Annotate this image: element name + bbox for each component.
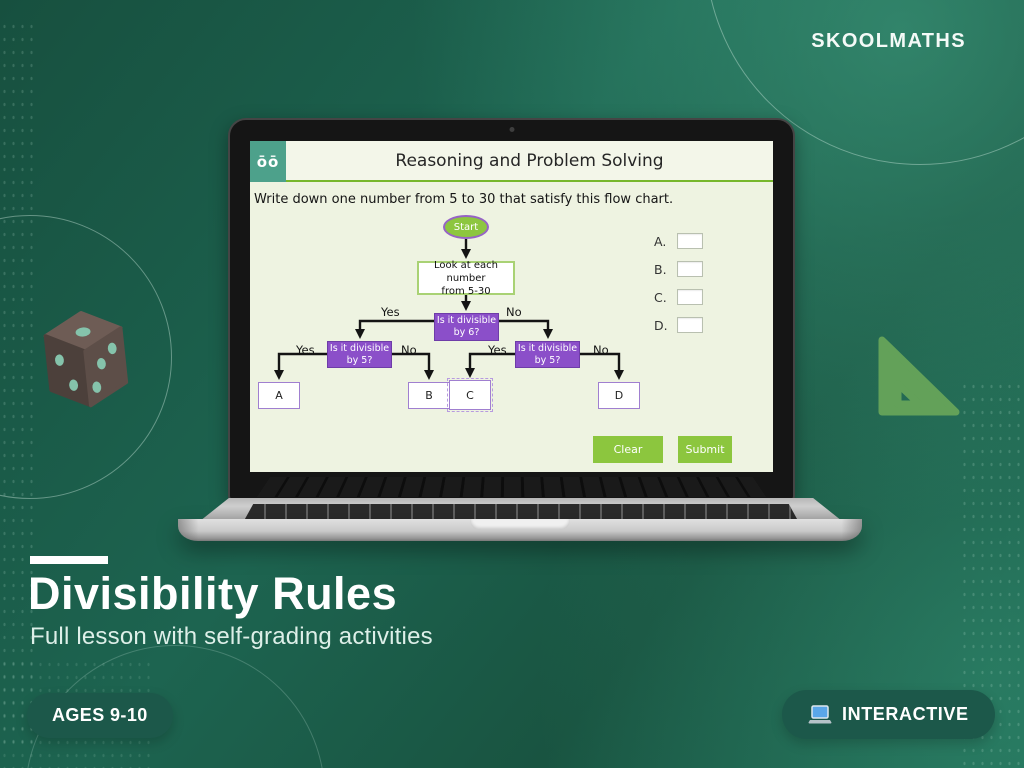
flow-look-line2: from 5-30 [441,285,491,297]
flow-div6-line1: Is it divisible [436,315,497,327]
laptop-base [178,519,862,541]
outcome-box-a: A [258,382,300,409]
set-square-icon [878,336,960,416]
laptop-keys [244,504,798,519]
flow-div5l-line2: by 5? [346,354,373,366]
answer-row-d: D. [654,317,710,333]
answer-row-b: B. [654,261,710,277]
flow-look-node: Look at each number from 5-30 [417,259,515,297]
flow-look-line1: Look at each number [434,259,498,284]
owl-logo-icon: ōō [250,141,286,182]
clear-button[interactable]: Clear [593,436,663,463]
outcome-box-d: D [598,382,640,409]
flow-div5r-line1: Is it divisible [517,342,578,354]
flow-start-node: Start [443,215,489,239]
answer-row-a: A. [654,233,710,249]
submit-button[interactable]: Submit [678,436,732,463]
answer-label-a: A. [654,233,667,249]
flow-divisible5-right-node: Is it divisible by 5? [515,341,580,368]
answer-input-c[interactable] [677,289,703,305]
title-accent-bar [30,556,108,564]
webcam-dot-icon [509,127,514,132]
answer-label-b: B. [654,261,667,277]
outcome-box-b: B [408,382,450,409]
dice-icon [43,310,129,408]
question-text: Write down one number from 5 to 30 that … [254,192,674,207]
answer-input-b[interactable] [677,261,703,277]
ages-badge: AGES 9-10 [27,693,173,738]
answer-label-d: D. [654,317,668,333]
flow-div5r-line2: by 5? [534,354,561,366]
laptop-keyboard-deck [200,498,842,521]
answer-input-a[interactable] [677,233,703,249]
poster-title: Divisibility Rules [28,568,398,619]
interactive-badge-label: INTERACTIVE [842,704,969,724]
answer-row-c: C. [654,289,710,305]
laptop-lid-notch [470,519,570,530]
decor-dots-left [0,20,34,750]
interactive-badge: INTERACTIVE [782,690,995,739]
flow-div6-line2: by 6? [453,327,480,338]
screen-title: Reasoning and Problem Solving [395,150,664,171]
brand-logo-text: SKOOLMATHS [811,30,966,52]
flow-divisible5-left-node: Is it divisible by 5? [327,341,392,368]
branch-yes-right: Yes [488,343,507,357]
lesson-screen: ōō Reasoning and Problem Solving Write d… [250,141,773,472]
outcome-box-c: C [447,378,493,412]
branch-yes-left: Yes [296,343,315,357]
branch-no-right: No [593,343,609,357]
keyboard-reflection [257,476,766,497]
branch-yes-top: Yes [381,305,400,319]
screen-header: ōō Reasoning and Problem Solving [250,141,773,182]
answer-label-c: C. [654,289,667,305]
flow-divisible6-node: Is it divisible by 6? [434,313,499,341]
laptop-emoji-icon [808,704,832,723]
branch-no-top: No [506,305,522,319]
poster-subtitle: Full lesson with self-grading activities [30,623,433,650]
branch-no-left: No [401,343,417,357]
ages-badge-label: AGES 9-10 [52,705,148,725]
laptop-lid: ōō Reasoning and Problem Solving Write d… [228,118,795,502]
flow-div5l-line1: Is it divisible [329,342,390,354]
answer-input-d[interactable] [677,317,703,333]
